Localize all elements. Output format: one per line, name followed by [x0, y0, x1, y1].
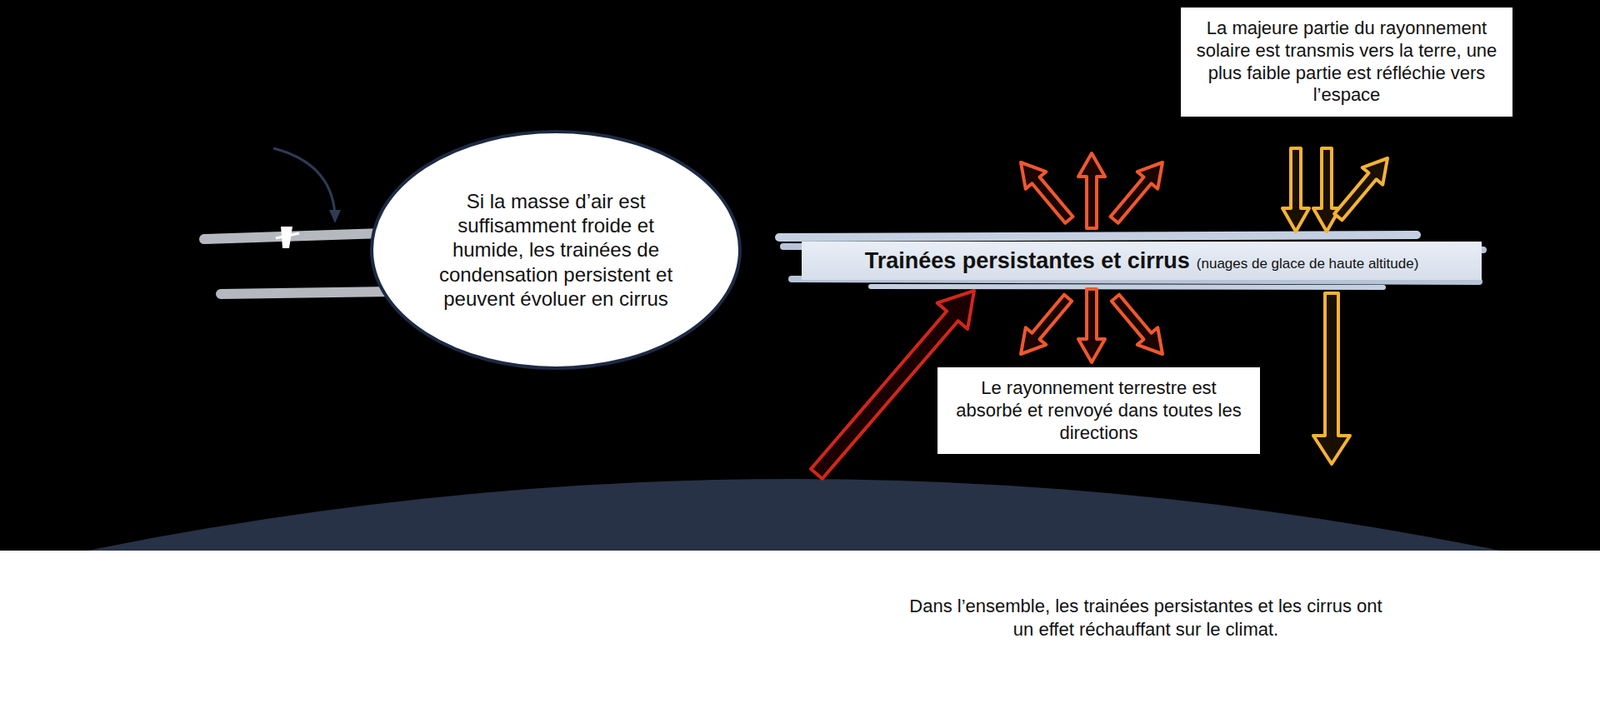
cloud-band-streaks	[779, 235, 1484, 288]
cloud-band: Trainées persistantes et cirrus (nuages d…	[801, 241, 1482, 280]
text-box: La majeure partie du rayonnement solaire…	[1180, 7, 1513, 117]
airplane	[275, 226, 300, 249]
contrail	[204, 233, 384, 240]
node-text: Si la masse d’air est suffisamment froid…	[429, 189, 684, 311]
contrail	[220, 291, 392, 295]
node-text: Trainées persistantes et cirrus	[865, 248, 1190, 275]
node-text: La majeure partie du rayonnement solaire…	[1194, 17, 1500, 107]
node-text: Le rayonnement terrestre est absorbé et …	[950, 377, 1247, 445]
leader-arrowhead	[329, 210, 341, 224]
airplane-wing	[275, 233, 300, 239]
callout-ellipse: Si la masse d’air est suffisamment froid…	[369, 129, 743, 371]
night-sky	[0, 0, 1600, 551]
leader-line	[273, 148, 335, 215]
text-box: Le rayonnement terrestre est absorbé et …	[937, 367, 1260, 455]
ellipse-shape	[371, 131, 740, 369]
node-subtext: (nuages de glace de haute altitude)	[1196, 255, 1420, 273]
caption-text: Dans l’ensemble, les trainées persistant…	[908, 595, 1384, 641]
earth	[87, 479, 1500, 551]
solar-arrows	[1282, 148, 1398, 465]
